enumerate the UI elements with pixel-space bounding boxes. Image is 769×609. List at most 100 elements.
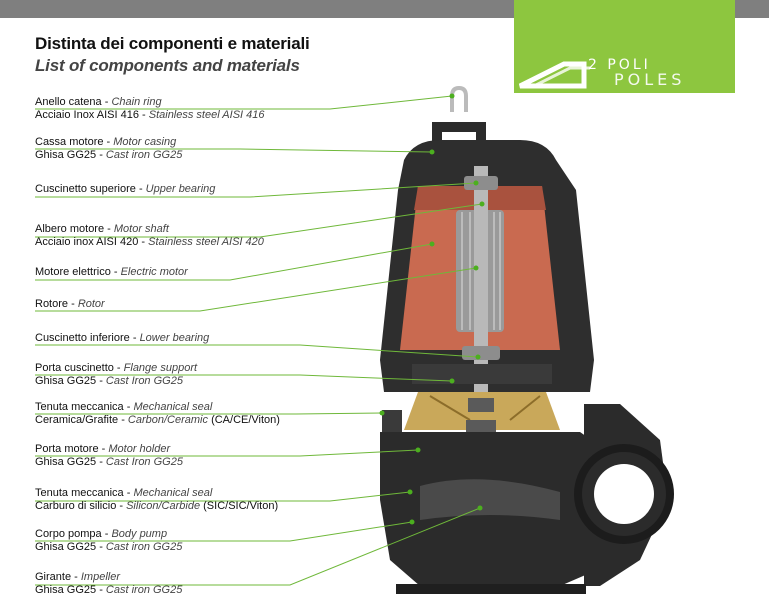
- component-name: Cassa motore - Motor casing: [35, 136, 177, 148]
- component-material: Ghisa GG25 - Cast Iron GG25: [35, 456, 183, 468]
- component-name-it: Tenuta meccanica: [35, 487, 124, 499]
- label-electric-motor: Motore elettrico - Electric motor: [35, 266, 188, 279]
- leader-line-lower-bearing: [35, 344, 479, 358]
- component-name-it: Anello catena: [35, 96, 102, 108]
- component-name: Girante - Impeller: [35, 571, 120, 583]
- leader-line-chain-ring: [35, 95, 453, 110]
- component-name-en: Impeller: [80, 571, 120, 583]
- leader-dot-upper-bearing: [473, 180, 479, 186]
- component-material: Acciaio inox AISI 420 - Stainless steel …: [35, 236, 264, 248]
- material-en: Cast Iron GG25: [105, 456, 183, 468]
- material-en: Carbon/Ceramic: [127, 414, 209, 426]
- material-it: Acciaio inox AISI 420: [35, 236, 139, 248]
- component-name: Tenuta meccanica - Mechanical seal: [35, 487, 213, 499]
- component-name: Cuscinetto inferiore - Lower bearing: [35, 332, 210, 344]
- component-name-it: Cuscinetto inferiore: [35, 332, 130, 344]
- material-it: Carburo di silicio: [35, 500, 117, 512]
- component-name-en: Electric motor: [120, 266, 188, 278]
- leader-dot-motor-holder: [415, 447, 421, 453]
- component-name-en: Motor holder: [108, 443, 171, 455]
- component-name-en: Motor casing: [113, 136, 177, 148]
- leader-dot-rotor: [473, 265, 479, 271]
- leader-dot-electric-motor: [429, 241, 435, 247]
- component-name: Anello catena - Chain ring: [35, 96, 162, 108]
- leader-line-rotor: [35, 267, 477, 312]
- component-material: Ghisa GG25 - Cast iron GG25: [35, 149, 183, 161]
- component-name-en: Upper bearing: [145, 183, 216, 195]
- brand-logo: [514, 0, 735, 93]
- mechanical-seal-upper: [468, 398, 494, 412]
- component-name-it: Rotore: [35, 298, 69, 310]
- component-material: Ceramica/Grafite - Carbon/Ceramic (CA/CE…: [35, 414, 280, 426]
- label-rotor: Rotore - Rotor: [35, 298, 105, 311]
- leader-dot-body-pump: [409, 519, 415, 525]
- component-name: Porta cuscinetto - Flange support: [35, 362, 198, 374]
- component-name-it: Corpo pompa: [35, 528, 102, 540]
- component-name-en: Motor shaft: [113, 223, 169, 235]
- component-name-en: Mechanical seal: [133, 487, 213, 499]
- component-material: Ghisa GG25 - Cast iron GG25: [35, 541, 183, 553]
- leader-line-upper-bearing: [35, 182, 477, 198]
- leader-line-body-pump: [35, 521, 413, 542]
- material-it: Acciaio Inox AISI 416: [35, 109, 139, 121]
- component-material: Ghisa GG25 - Cast Iron GG25: [35, 375, 183, 387]
- component-name: Albero motore - Motor shaft: [35, 223, 169, 235]
- material-it: Ceramica/Grafite: [35, 414, 119, 426]
- leader-line-mechanical-seal-1: [35, 412, 383, 415]
- material-en: Stainless steel AISI 420: [148, 236, 264, 248]
- chain-ring-shape: [450, 85, 468, 112]
- material-it: Ghisa GG25: [35, 456, 97, 468]
- component-name-en: Chain ring: [111, 96, 162, 108]
- leader-dot-mechanical-seal-1: [379, 410, 385, 416]
- leader-line-motor-holder: [35, 449, 419, 457]
- material-en: Cast Iron GG25: [105, 375, 183, 387]
- component-name: Motore elettrico - Electric motor: [35, 266, 188, 278]
- leader-dot-lower-bearing: [475, 354, 481, 360]
- component-name-it: Cassa motore: [35, 136, 104, 148]
- material-it: Ghisa GG25: [35, 541, 97, 553]
- leader-dot-impeller: [477, 505, 483, 511]
- leader-line-electric-motor: [35, 243, 433, 281]
- component-name-it: Girante: [35, 571, 72, 583]
- component-name-it: Tenuta meccanica: [35, 401, 124, 413]
- label-upper-bearing: Cuscinetto superiore - Upper bearing: [35, 183, 215, 196]
- leader-line-impeller: [35, 507, 481, 586]
- leader-dot-motor-casing: [429, 149, 435, 155]
- leader-dot-motor-shaft: [479, 201, 485, 207]
- logo-text-bottom: POLES: [614, 70, 686, 89]
- label-lower-bearing: Cuscinetto inferiore - Lower bearing: [35, 332, 209, 345]
- flange-support-shape: [412, 364, 552, 384]
- material-en: Cast iron GG25: [105, 541, 183, 553]
- component-name-en: Mechanical seal: [133, 401, 213, 413]
- leader-dot-flange-support: [449, 378, 455, 384]
- leader-line-flange-support: [35, 374, 453, 382]
- component-name: Porta motore - Motor holder: [35, 443, 171, 455]
- material-it: Ghisa GG25: [35, 584, 97, 596]
- component-name-en: Rotor: [77, 298, 105, 310]
- page-title: Distinta dei componenti e materiali: [35, 34, 310, 53]
- material-it: Ghisa GG25: [35, 375, 97, 387]
- leader-dot-mechanical-seal-2: [407, 489, 413, 495]
- mechanical-seal-lower: [466, 420, 496, 434]
- material-en: Stainless steel AISI 416: [148, 109, 265, 121]
- component-name: Corpo pompa - Body pump: [35, 528, 168, 540]
- material-en: Cast iron GG25: [105, 584, 183, 596]
- material-en: Silicon/Carbide: [126, 500, 201, 512]
- material-code: (CA/CE/Viton): [211, 414, 280, 426]
- leader-dot-chain-ring: [449, 93, 455, 99]
- handle-shape: [432, 122, 486, 150]
- leader-line-motor-shaft: [35, 203, 483, 238]
- logo-text-top: 2 POLI: [588, 57, 651, 73]
- component-name-it: Motore elettrico: [35, 266, 111, 278]
- component-name: Tenuta meccanica - Mechanical seal: [35, 401, 213, 413]
